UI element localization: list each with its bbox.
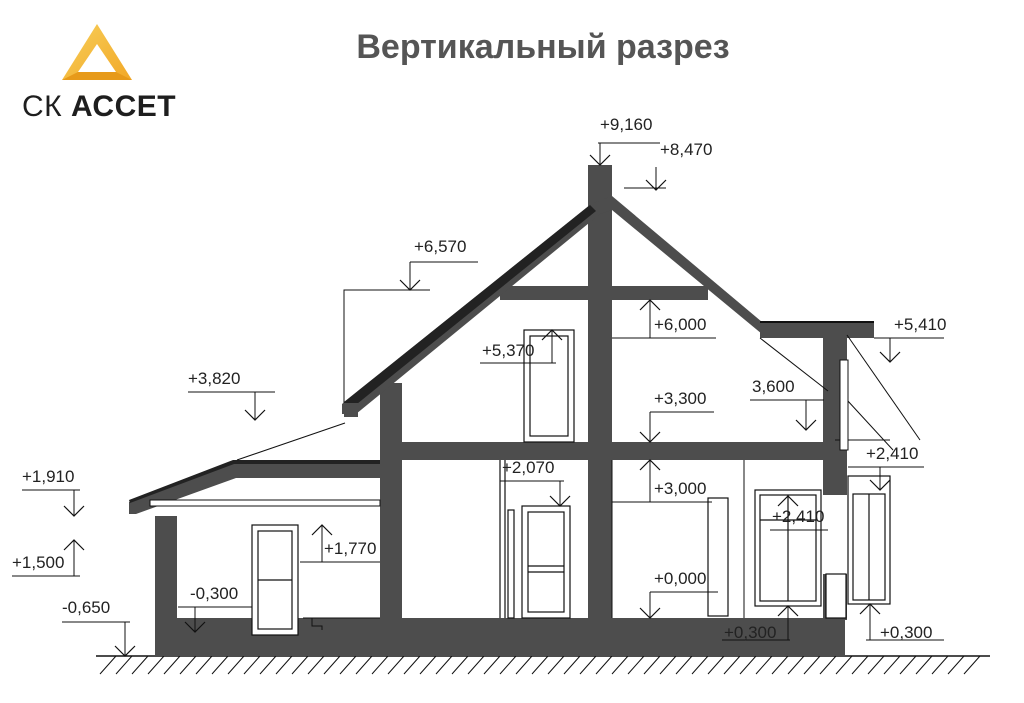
level-arrow-icon	[63, 505, 85, 517]
central-post	[588, 165, 612, 620]
company-logo: СК АССЕТ	[22, 22, 176, 132]
wall-left-main	[380, 383, 402, 620]
level-label: +8,470	[660, 140, 712, 159]
level-marker-porch-door-top: +1,770	[300, 524, 380, 563]
level-label: +1,500	[12, 553, 64, 572]
level-label: +5,370	[482, 341, 534, 360]
level-label: +1,910	[22, 467, 74, 486]
attic-window	[523, 329, 575, 443]
level-marker-first-floor: +0,000	[639, 569, 718, 619]
level-marker-porch-roof: +3,820	[188, 369, 275, 421]
level-label: +3,300	[654, 389, 706, 408]
level-arrow-icon	[639, 299, 661, 311]
main-roof	[342, 196, 874, 417]
level-label: +0,000	[654, 569, 706, 588]
side-window	[847, 475, 891, 605]
level-arrow-icon	[879, 351, 901, 363]
level-arrow-icon	[777, 495, 799, 507]
level-arrow-icon	[541, 329, 563, 341]
level-label: +1,770	[324, 539, 376, 558]
level-marker-left-roof-eave: +6,570	[399, 237, 478, 291]
page-title: Вертикальный разрез	[356, 28, 730, 66]
level-label: +3,820	[188, 369, 240, 388]
first-floor-door	[521, 505, 571, 619]
porch-roof	[129, 460, 380, 514]
level-marker-first-ceiling: +3,000	[612, 459, 712, 503]
level-arrow-icon	[869, 479, 891, 491]
level-label: +0,300	[880, 623, 932, 642]
level-arrow-icon	[244, 409, 266, 421]
level-arrow-icon	[589, 154, 611, 166]
level-marker-second-floor: +3,300	[639, 389, 714, 443]
level-arrow-icon	[639, 607, 661, 619]
level-label: -0,300	[190, 584, 238, 603]
level-marker-right-window-top: +2,410	[848, 444, 924, 491]
level-marker-right-floor-mark: 3,600	[750, 377, 824, 431]
level-marker-sill-left: +0,300	[722, 605, 799, 642]
level-marker-window-top: +2,410	[770, 495, 828, 531]
logo-name: АССЕТ	[70, 90, 177, 123]
level-arrow-icon	[645, 179, 667, 191]
level-label: +6,000	[654, 315, 706, 334]
level-label: -0,650	[62, 598, 110, 617]
attic-beam	[500, 286, 708, 300]
level-marker-porch-floor: -0,300	[178, 584, 252, 633]
level-marker-door-top: +2,070	[500, 458, 571, 507]
porch-ceiling	[149, 499, 381, 507]
level-marker-attic-floor: +6,000	[612, 299, 716, 339]
ground-hatch	[99, 655, 981, 675]
level-marker-ground: -0,650	[62, 598, 136, 657]
logo-prefix: СК	[22, 90, 63, 123]
level-arrow-icon	[795, 419, 817, 431]
level-label: +6,570	[414, 237, 466, 256]
logo-triangle-icon	[62, 24, 132, 80]
construction-lines	[236, 289, 921, 630]
right-wall-detail	[839, 359, 849, 451]
level-label: +5,410	[894, 315, 946, 334]
level-marker-sill-right: +0,300	[859, 603, 944, 642]
level-label: +2,070	[502, 458, 554, 477]
level-arrow-icon	[311, 524, 333, 536]
level-label: +9,160	[600, 115, 652, 134]
level-arrow-icon	[114, 645, 136, 657]
level-markers: +9,160 +8,470 +6,570 +6,000 +5,410 +5,370 +3,8…	[12, 115, 946, 657]
level-label: 3,600	[752, 377, 795, 396]
interior-partition	[707, 497, 847, 619]
level-arrow-icon	[777, 605, 799, 617]
level-label: +2,410	[772, 507, 824, 526]
level-marker-ridge: +8,470	[624, 140, 712, 191]
level-arrow-icon	[184, 621, 206, 633]
level-arrow-icon	[639, 459, 661, 471]
level-marker-porch-eave: +1,910	[22, 467, 85, 517]
level-label: +2,410	[866, 444, 918, 463]
level-arrow-icon	[639, 431, 661, 443]
porch-door	[251, 524, 299, 636]
logo-text: СК АССЕТ	[22, 90, 176, 124]
level-label: +0,300	[724, 623, 776, 642]
level-marker-attic-window: +5,370	[480, 329, 563, 364]
level-arrow-icon	[399, 279, 421, 291]
level-arrow-icon	[549, 495, 571, 507]
level-label: +3,000	[654, 479, 706, 498]
level-arrow-icon	[859, 603, 881, 615]
level-marker-ridge-top: +9,160	[589, 115, 660, 166]
level-arrow-icon	[63, 539, 85, 551]
first-floor-opening	[499, 460, 515, 619]
second-floor-slab	[380, 442, 847, 460]
level-marker-porch-sill: +1,500	[12, 539, 85, 577]
level-marker-right-eave: +5,410	[874, 315, 946, 363]
